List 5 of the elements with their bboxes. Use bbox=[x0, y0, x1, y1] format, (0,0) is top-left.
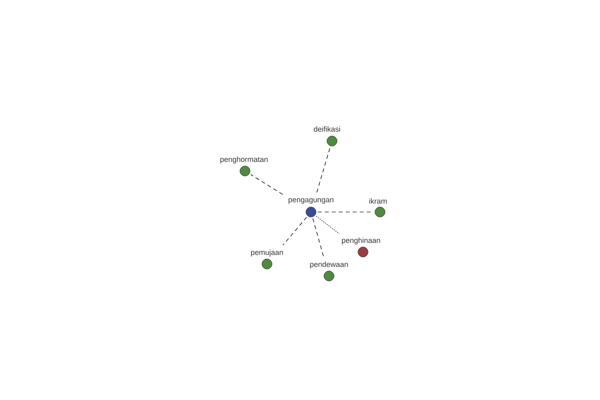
connector-line bbox=[250, 174, 284, 195]
connector-line bbox=[282, 216, 307, 246]
connector-line bbox=[316, 147, 330, 193]
connector-line bbox=[316, 216, 340, 234]
connector-line bbox=[312, 218, 324, 257]
